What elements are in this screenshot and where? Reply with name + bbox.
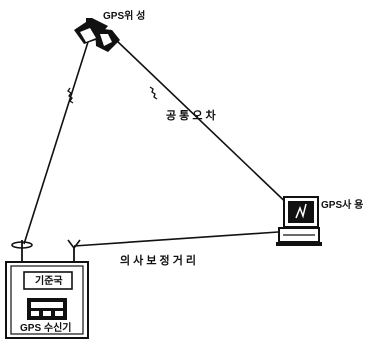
satellite-icon: [74, 18, 120, 52]
link-satellite-to-user: [115, 39, 297, 213]
computer-icon: [276, 196, 322, 246]
signal-wave-right: [149, 86, 158, 100]
link-station-to-user: [73, 231, 279, 247]
user-label: GPS사 용: [321, 198, 363, 211]
link-satellite-to-station: [23, 41, 89, 245]
antenna-mast-icon: [67, 239, 81, 250]
receiver-label: GPS 수신기: [20, 321, 72, 334]
signal-wave-marks: [67, 86, 158, 104]
signal-wave-left: [67, 87, 74, 104]
common-error-label: 공 통 오 차: [166, 108, 217, 122]
pseudo-correction-label: 의 사 보 정 거 리: [120, 253, 196, 267]
reference-station-label: 기준국: [35, 274, 63, 287]
satellite-label: GPS위 성: [103, 9, 145, 22]
receiver-station-icon: [5, 239, 89, 339]
